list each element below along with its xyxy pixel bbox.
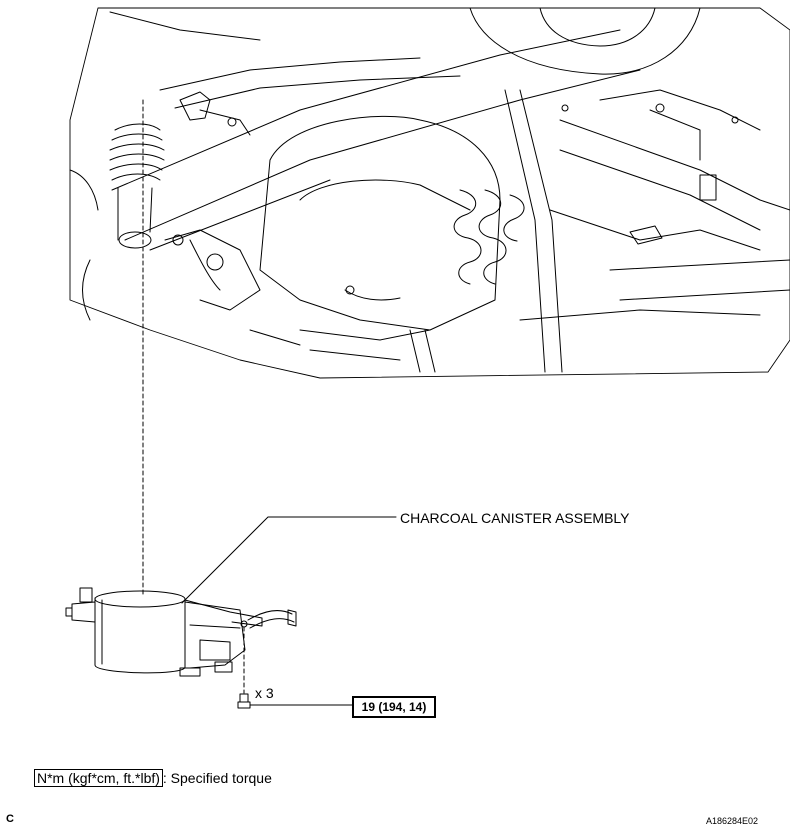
coil-spring <box>109 123 165 249</box>
bolt-quantity-label: x 3 <box>255 685 274 701</box>
legend-description: : Specified torque <box>162 770 272 786</box>
bolt-icon <box>237 693 251 709</box>
corner-mark: C <box>6 813 14 825</box>
component-leader-line <box>181 516 397 604</box>
torque-spec-box: 19 (194, 14) <box>352 696 436 718</box>
vehicle-underbody <box>69 7 790 379</box>
component-label: CHARCOAL CANISTER ASSEMBLY <box>400 510 630 526</box>
legend-unit-box: N*m (kgf*cm, ft.*lbf) <box>34 769 163 787</box>
figure-code: A186284E02 <box>706 816 759 826</box>
charcoal-canister <box>65 587 297 677</box>
torque-legend: N*m (kgf*cm, ft.*lbf): Specified torque <box>34 769 272 787</box>
